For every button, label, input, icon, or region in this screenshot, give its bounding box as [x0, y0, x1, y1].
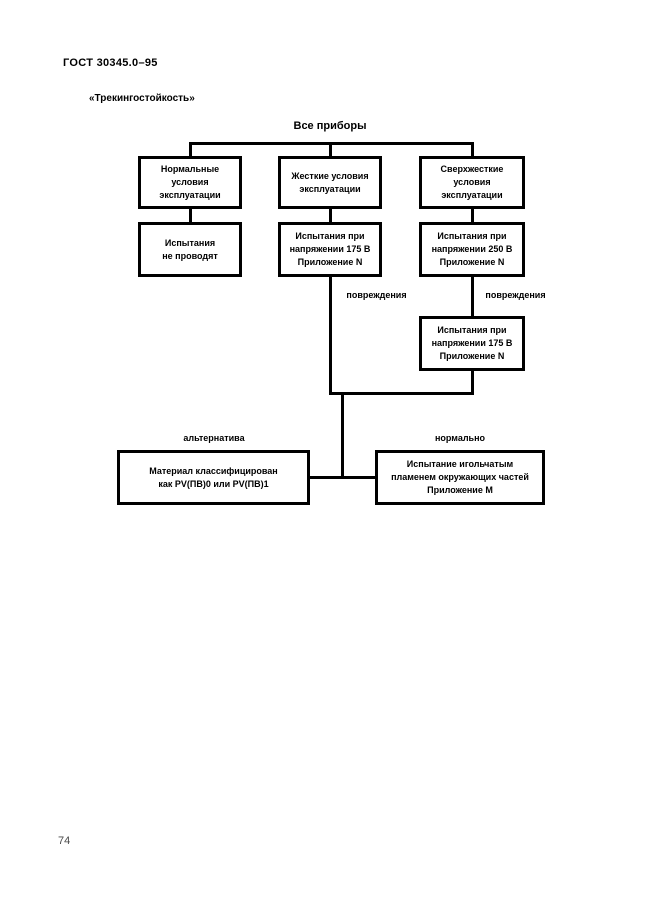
connector-mid-bus — [329, 392, 474, 395]
edge-label-normal: нормально — [434, 433, 486, 443]
flowchart-box-test-250v: Испытания при напряжении 250 В Приложени… — [419, 222, 525, 277]
connector-stub-severe — [329, 142, 332, 156]
flowchart-box-severe-conditions: Жесткие условия эксплуатации — [278, 156, 382, 209]
connector-retest-down — [471, 371, 474, 395]
edge-label-alternative: альтернатива — [183, 433, 245, 443]
connector-mid-drop — [341, 392, 344, 478]
connector-stub-normal — [189, 142, 192, 156]
flowchart-box-normal-conditions: Нормальные условия эксплуатации — [138, 156, 242, 209]
connector-severe-to-test175 — [329, 209, 332, 222]
flowchart-box-needle-flame-test: Испытание игольчатым пламенем окружающих… — [375, 450, 545, 505]
connector-extra-to-test250 — [471, 209, 474, 222]
flowchart-box-no-tests: Испытания не проводят — [138, 222, 242, 277]
connector-test175-down — [329, 277, 332, 395]
connector-stub-extra-severe — [471, 142, 474, 156]
connector-test250-to-retest — [471, 277, 474, 316]
flowchart-box-material-classified: Материал классифицирован как PV(ПВ)0 или… — [117, 450, 310, 505]
flowchart-box-test-175v-after-damage: Испытания при напряжении 175 В Приложени… — [419, 316, 525, 371]
edge-label-damage-left: повреждения — [346, 290, 407, 300]
section-title: «Трекингостойкость» — [89, 93, 195, 104]
flowchart-root-label: Все приборы — [293, 120, 367, 132]
edge-label-damage-right: повреждения — [485, 290, 546, 300]
flowchart-box-extra-severe-conditions: Сверхжесткие условия эксплуатации — [419, 156, 525, 209]
page-number: 74 — [58, 835, 71, 847]
document-header: ГОСТ 30345.0–95 — [63, 57, 158, 69]
connector-normal-to-no-tests — [189, 209, 192, 222]
connector-bottom-link — [310, 476, 375, 479]
flowchart-box-test-175v: Испытания при напряжении 175 В Приложени… — [278, 222, 382, 277]
